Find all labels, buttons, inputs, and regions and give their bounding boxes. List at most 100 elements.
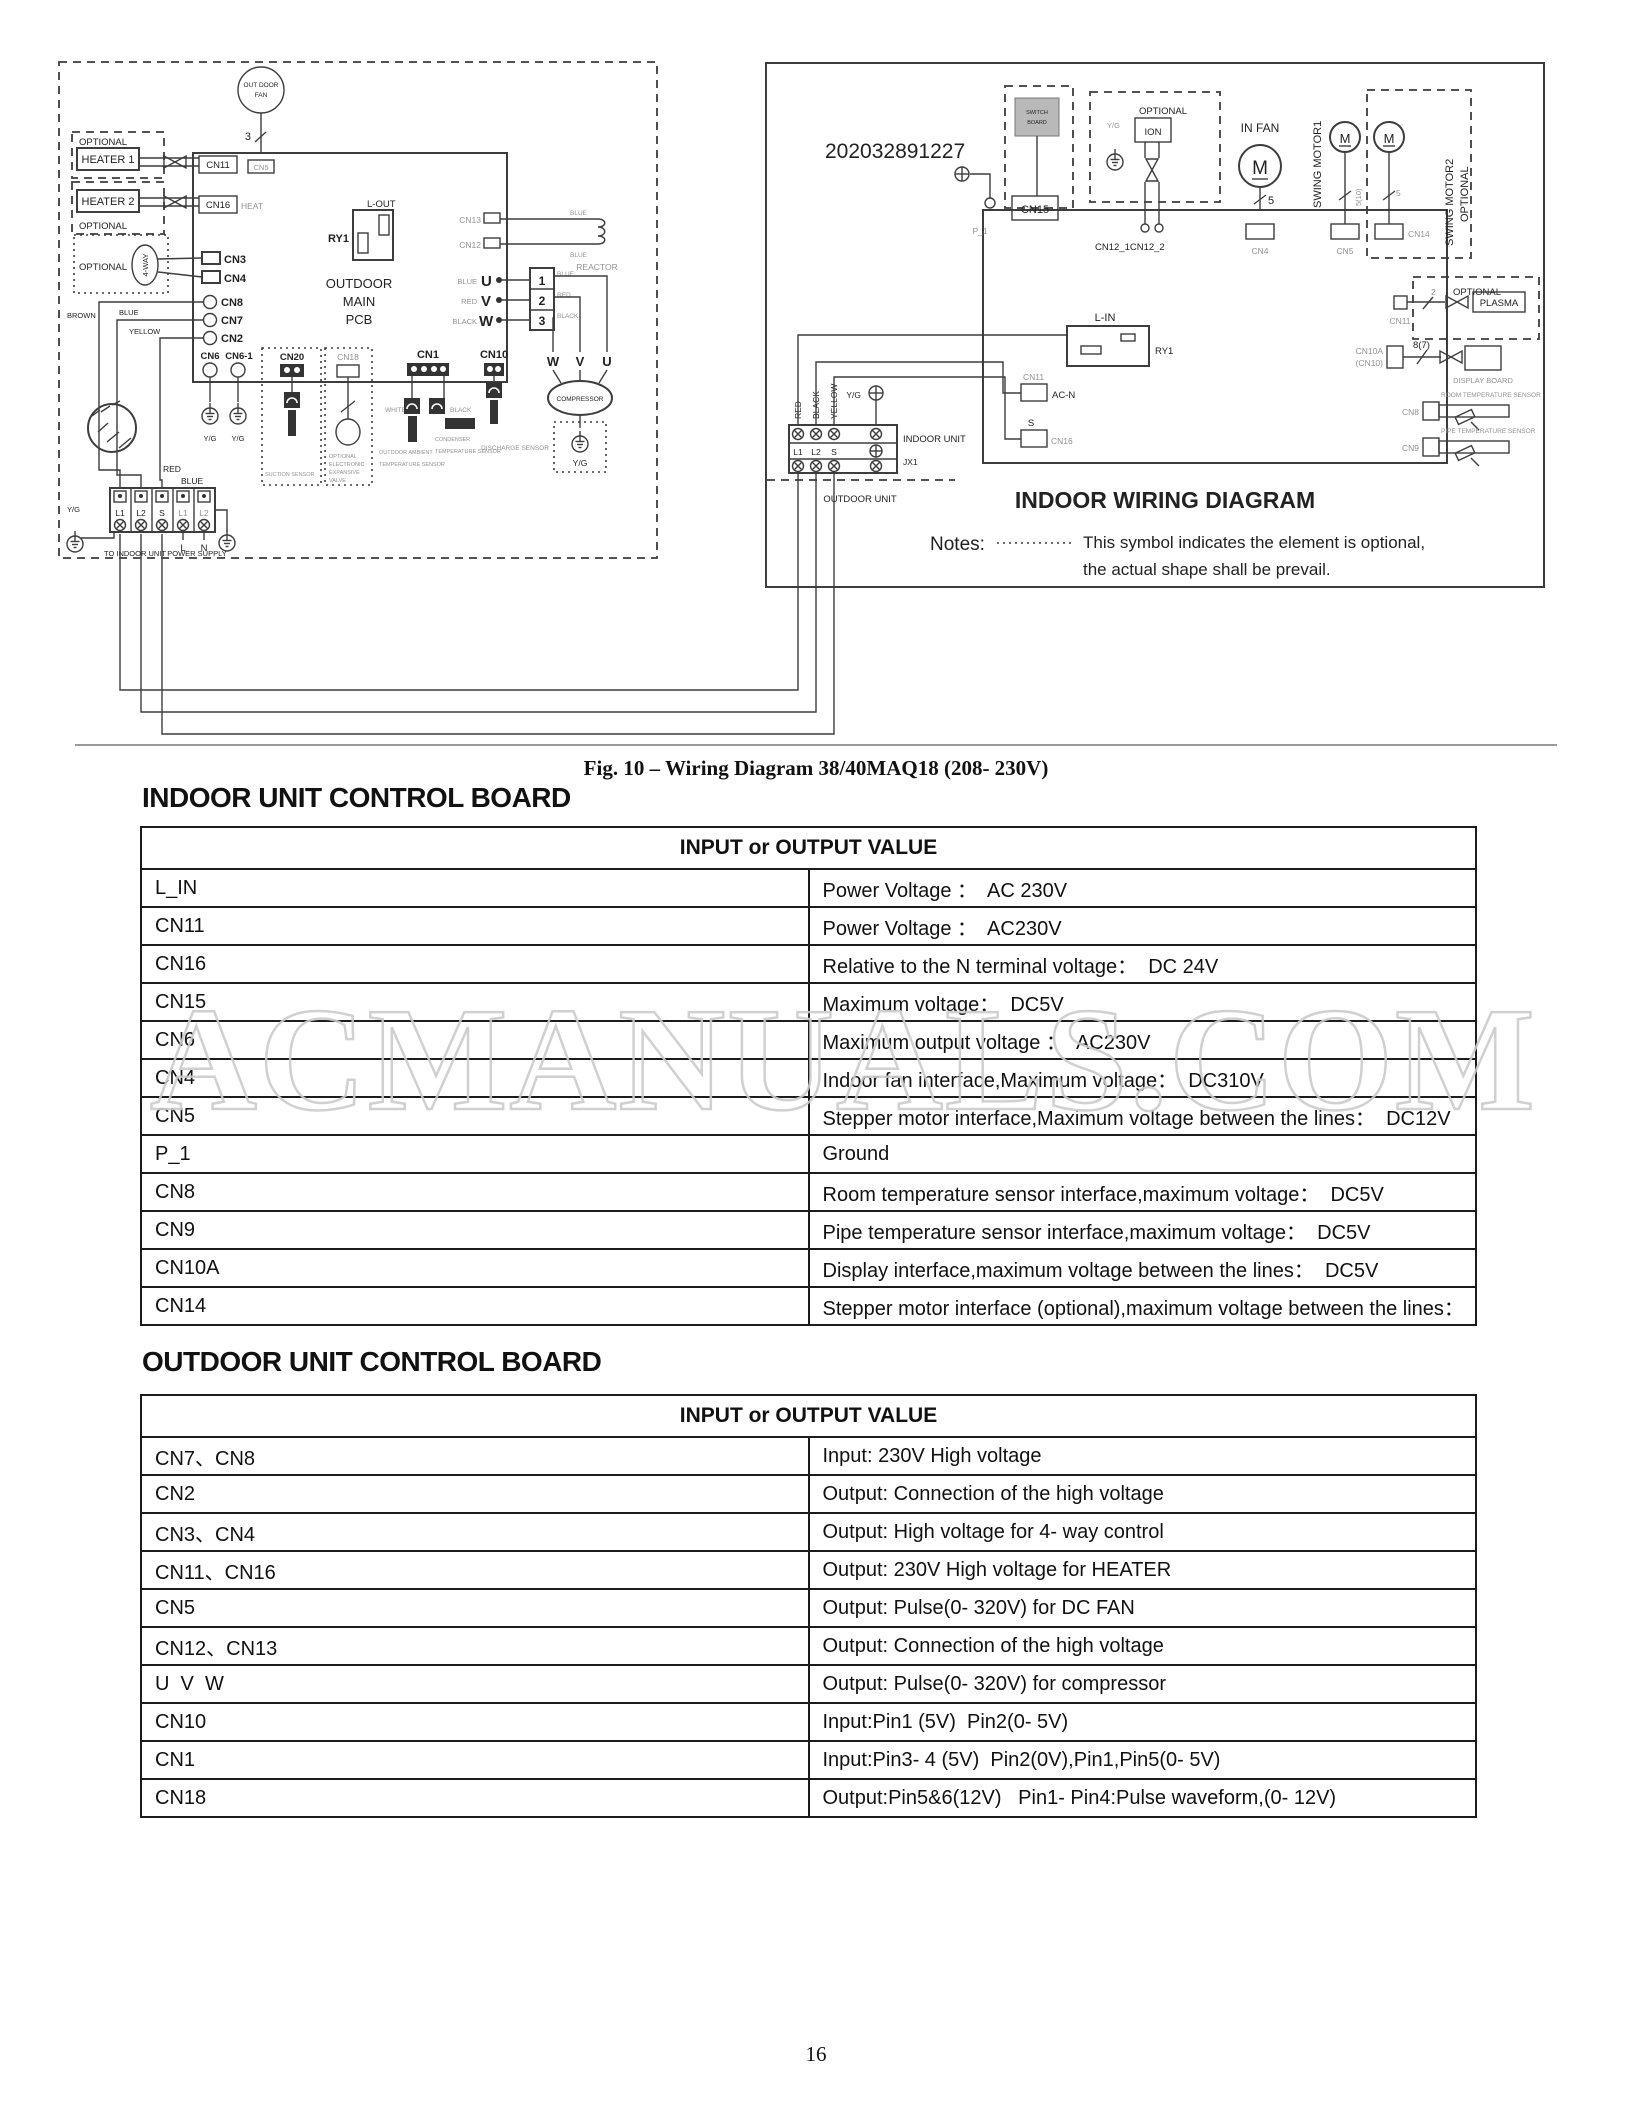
section-divider [75,744,1557,746]
v-compressor: V [576,354,585,369]
valve-label-1: OPTIONAL [329,454,357,460]
reactor-label: REACTOR [576,262,617,272]
cn12-connector-label: CN12 [459,240,481,250]
indoor-wiring-diagram: 202032891227 SWITCH BOARD CN15 P_1 OPTIO… [765,62,1545,588]
terminal-2: 2 [539,294,546,308]
diagram-serial-number: 202032891227 [825,140,965,163]
expansion-valve-block: CN18 OPTIONAL ELECTRONIC EXPANSIVE VALVE [324,347,373,486]
ac-n-label: AC-N [1052,390,1075,401]
plasma-label: PLASMA [1480,298,1519,309]
lout-label: L-OUT [367,199,396,210]
value-cell: Display interface,maximum voltage betwee… [807,1248,1477,1288]
discharge-sensor-label: DISCHARGE SENSOR [481,445,549,452]
motor-m-label: M [1384,131,1395,146]
cn4-connector-label: CN4 [1251,246,1268,256]
cn4-connector-label: CN4 [224,273,247,285]
value-cell: Relative to the N terminal voltage： DC 2… [807,944,1477,984]
p1-ground-terminal: P_1 [954,166,996,236]
yg-label: Y/G [1107,121,1120,130]
v-terminal: V [481,293,491,310]
connector-cell: CN1 [140,1740,810,1780]
terminal-s-label: S [159,508,165,518]
connector-cell: CN10A [140,1248,810,1288]
optional-label: OPTIONAL [79,221,127,232]
value-cell: Stepper motor interface (optional),maxim… [807,1286,1477,1326]
black-wire-label: BLACK [452,317,477,326]
motor-m-label: M [1252,158,1268,179]
connector-cell: CN4 [140,1058,810,1098]
yg-label: Y/G [204,434,217,443]
terminal-l1b-label: L1 [178,508,188,518]
value-cell: Input: 230V High voltage [807,1436,1477,1476]
wire-count-5: 5 [1396,188,1401,198]
interconnect-wires [119,534,835,735]
connector-cell: CN12、CN13 [140,1626,810,1666]
in-fan-label: IN FAN [1241,121,1280,135]
cn6-1-connector-label: CN6-1 [225,351,253,362]
ry1-label: RY1 [328,233,349,245]
note-line-1: This symbol indicates the element is opt… [1083,533,1425,552]
outdoor-board-heading: OUTDOOR UNIT CONTROL BOARD [142,1346,602,1377]
indoor-pcb-outline [982,209,1448,464]
yg-ground-label: Y/G [573,458,588,468]
motor-m-label: M [1340,131,1351,146]
l2-label: L2 [811,447,821,457]
connector-cell: CN16 [140,944,810,984]
value-cell: Output: High voltage for 4- way control [807,1512,1477,1552]
connector-cell: CN6 [140,1020,810,1060]
cn12-pair-label: CN12_1CN12_2 [1095,242,1165,253]
valve-label-3: EXPANSIVE [329,470,360,476]
pcb-title-3: PCB [346,312,373,327]
connector-cell: U V W [140,1664,810,1704]
condenser-sensor-label-2: TEMPERATURE SENSOR [435,449,501,455]
cn15-connector-label: CN15 [1021,204,1049,216]
indoor-terminal-block: RED BLACK YELLOW Y/G L1 L2 S INDOOR UNIT… [767,334,1067,585]
yg-label: Y/G [67,505,80,514]
fourway-label: 4-WAY [141,254,150,277]
heater1-block: OPTIONAL HEATER 1 CN11 [71,131,238,179]
fan-wire-count: 5 [1268,195,1274,207]
fan-wire-count: 3 [245,131,251,143]
uvw-terminals: BLUE U RED V BLACK W 1 2 3 BLUE RED BLAC… [452,267,612,384]
display-board-block: CN10A (CN10) 8(7) DISPLAY BOARD [1356,340,1514,385]
switch-board-block: SWITCH BOARD CN15 [1004,85,1074,221]
wire-count-2: 2 [1431,287,1436,297]
pcb-title-2: MAIN [343,294,376,309]
to-indoor-unit-label: TO INDOOR UNIT [104,549,166,558]
cn1-sensors-block: CN1 WHITE BLACK OUTDOOR AMBIENT TEMPERAT… [379,349,501,468]
cn10a-label-1: CN10A [1356,346,1384,356]
wire-count-8-7: 8(7) [1413,340,1430,351]
table-header: INPUT or OUTPUT VALUE [140,1394,1477,1438]
cn9-connector-label: CN9 [1402,443,1419,453]
suction-sensor-block: CN20 SUCTION SENSOR [261,347,322,486]
cn11-plasma-label: CN11 [1389,316,1410,326]
ion-optional-block: OPTIONAL Y/G ION CN12_1CN12_2 [1089,91,1221,253]
plasma-optional-block: OPTIONAL CN11 2 PLASMA [1389,276,1540,340]
swing-motor-1: SWING MOTOR1 M 5(10) CN5 [1312,121,1363,256]
optional-label: OPTIONAL [1459,166,1471,222]
jx1-label: JX1 [903,457,918,467]
indoor-unit-label: INDOOR UNIT [903,434,966,445]
line-label: L [180,543,185,554]
cn16-connector-label: CN16 [206,200,230,211]
valve-label-4: VALVE [329,478,346,484]
value-cell: Output: Pulse(0- 320V) for DC FAN [807,1588,1477,1628]
connector-cell: CN8 [140,1172,810,1212]
notes-label: Notes: [930,534,985,555]
red-wire-label: RED [461,297,477,306]
relay-ry1: L-OUT RY1 [328,199,396,261]
yg-label: Y/G [846,390,861,400]
